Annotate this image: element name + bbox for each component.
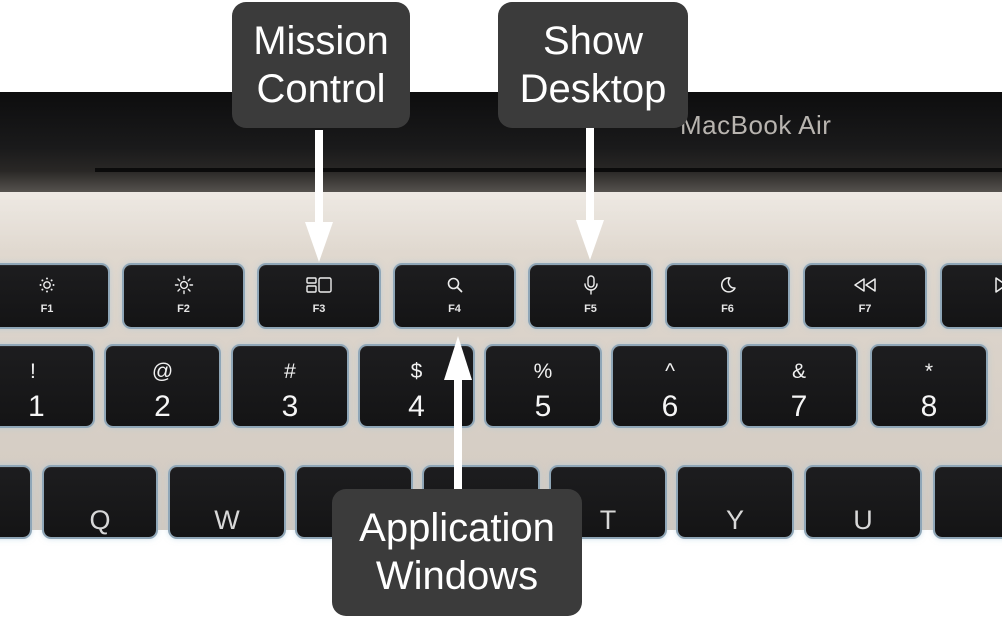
key-number: 4 — [408, 390, 425, 423]
key-number: 5 — [534, 390, 552, 423]
callout-line: Application — [359, 506, 555, 550]
key-6[interactable]: ^ 6 — [613, 346, 727, 426]
key-5[interactable]: % 5 — [486, 346, 600, 426]
f-key-label: F5 — [584, 303, 597, 315]
hinge — [0, 172, 1002, 192]
key-letter: W — [214, 505, 240, 535]
key-letter: Q — [89, 505, 111, 535]
key-f7[interactable]: F7 — [805, 265, 925, 327]
key-letter: T — [599, 505, 617, 535]
callout-line: Control — [256, 67, 386, 111]
key-i[interactable] — [935, 467, 1002, 537]
key-symbol: ! — [30, 360, 36, 383]
callout-line: Mission — [253, 19, 389, 63]
key-symbol: * — [924, 360, 934, 383]
callout-line: Show — [542, 19, 644, 63]
callout-line: Windows — [375, 554, 539, 598]
f-key-label: F2 — [177, 303, 190, 315]
key-symbol: & — [791, 360, 806, 383]
key-1[interactable]: ! 1 — [0, 346, 93, 426]
application-windows-callout: Application Windows — [332, 489, 582, 616]
key-letter: U — [853, 505, 873, 535]
moon-icon — [667, 274, 788, 296]
key-4[interactable]: $ 4 — [360, 346, 473, 426]
key-symbol: $ — [410, 360, 423, 383]
key-f4[interactable]: F4 — [395, 265, 514, 327]
key-f1[interactable]: F1 — [0, 265, 108, 327]
key-symbol: % — [533, 360, 553, 383]
key-number: 7 — [790, 390, 808, 423]
key-f5[interactable]: F5 — [530, 265, 651, 327]
key-w[interactable]: W — [170, 467, 284, 537]
key-number: 2 — [154, 390, 171, 423]
brightness-up-icon — [124, 274, 243, 296]
key-number: 8 — [920, 390, 938, 423]
key-f2[interactable]: F2 — [124, 265, 243, 327]
brightness-down-icon — [0, 274, 108, 296]
key-number: 6 — [661, 390, 679, 423]
macbook-air-logo: MacBook Air — [680, 110, 832, 140]
key-7[interactable]: & 7 — [742, 346, 856, 426]
rewind-icon — [805, 274, 925, 296]
f-key-label: F3 — [312, 303, 326, 315]
f-key-label: F1 — [40, 303, 54, 315]
key-symbol: # — [284, 360, 296, 383]
key-8[interactable]: * 8 — [872, 346, 986, 426]
key-number: 3 — [281, 390, 299, 423]
f-key-label: F6 — [721, 303, 734, 315]
key-3[interactable]: # 3 — [233, 346, 347, 426]
key-2[interactable]: @ 2 — [106, 346, 219, 426]
key-u[interactable]: U — [806, 467, 920, 537]
f-key-label: F4 — [448, 303, 461, 315]
key-symbol: ^ — [665, 360, 675, 383]
callout-line: Desktop — [519, 67, 667, 111]
key-symbol: @ — [151, 360, 174, 383]
key-number: 1 — [28, 390, 45, 423]
key-f3[interactable]: F3 — [259, 265, 379, 327]
mission-control-callout: Mission Control — [232, 2, 410, 128]
mission-control-icon — [259, 274, 379, 296]
key-q[interactable]: Q — [44, 467, 156, 537]
f-key-label: F7 — [858, 303, 872, 315]
play-icon — [942, 274, 1002, 296]
key-tab[interactable] — [0, 467, 30, 537]
search-icon — [395, 274, 514, 296]
key-f8[interactable] — [942, 265, 1002, 327]
key-y[interactable]: Y — [678, 467, 792, 537]
microphone-icon — [530, 274, 651, 296]
key-letter: Y — [725, 505, 744, 535]
show-desktop-callout: Show Desktop — [498, 2, 688, 128]
deck-highlight — [0, 192, 1002, 252]
key-f6[interactable]: F6 — [667, 265, 788, 327]
